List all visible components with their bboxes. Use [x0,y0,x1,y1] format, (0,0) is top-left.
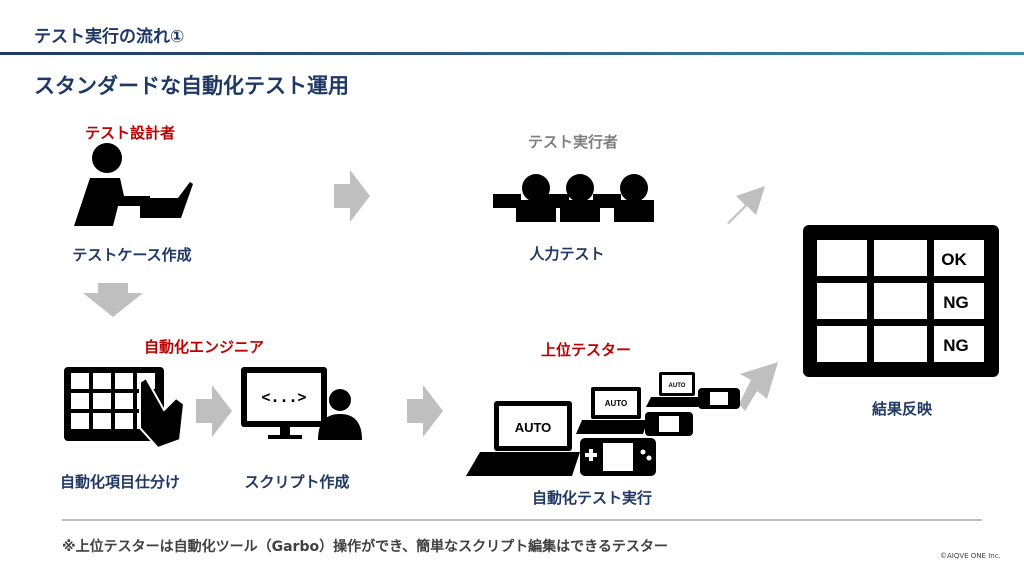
section-title: テスト実行の流れ① [34,27,185,47]
laptop-medium-icon [576,387,648,434]
step-classify-automation: 自動化項目仕分け [59,473,181,491]
auto-label: AUTO [605,399,628,408]
designer-at-laptop-icon [74,143,193,226]
step-script-creation: スクリプト作成 [244,473,350,491]
flow-arrows [83,170,778,437]
step-automated-test-run: 自動化テスト実行 [531,489,653,507]
role-test-executor: テスト実行者 [527,133,619,151]
manual-testers-icon [493,174,654,222]
page-title: スタンダードな自動化テスト運用 [34,74,349,98]
laptop-large-icon [466,401,580,476]
result-cell [817,240,867,276]
result-ng: NG [943,336,969,355]
arrow-right-icon [407,385,443,437]
result-cell [874,326,927,362]
arrow-up-right-icon [739,362,778,411]
header-divider [0,52,1024,55]
role-automation-engineer: 自動化エンジニア [143,338,265,356]
step-manual-test: 人力テスト [529,245,605,263]
result-ok: OK [941,250,967,269]
result-cell [934,240,984,276]
arrow-right-icon [196,385,232,437]
game-console-icon [645,412,693,436]
result-cell [817,283,867,319]
arrow-down-icon [83,283,143,317]
laptop-small-icon [646,372,702,407]
result-cell [874,283,927,319]
result-table [803,225,999,377]
result-cell [817,326,867,362]
classification-grid-icon [64,367,186,450]
result-ng: NG [943,293,969,312]
game-console-icon [698,388,740,409]
footer-divider [62,519,982,521]
role-senior-tester: 上位テスター [540,341,632,359]
role-test-designer: テスト設計者 [84,124,176,142]
copyright: ©AIQVE ONE Inc. [940,552,1001,560]
script-tag-text: <...> [261,388,306,406]
result-cell [874,240,927,276]
game-console-icon [580,438,656,476]
hand-icon [139,376,186,450]
result-cell [934,326,984,362]
step-result-reflection: 結果反映 [871,400,933,418]
auto-label: AUTO [515,420,552,435]
footnote: ※上位テスターは自動化ツール（Garbo）操作ができ、簡単なスクリプト編集はでき… [62,539,668,555]
result-cell [934,283,984,319]
step-test-case-creation: テストケース作成 [72,246,192,264]
script-monitor-icon [241,367,362,440]
arrow-up-right-icon [727,186,765,224]
auto-label: AUTO [669,383,686,389]
arrow-right-icon [334,170,370,222]
